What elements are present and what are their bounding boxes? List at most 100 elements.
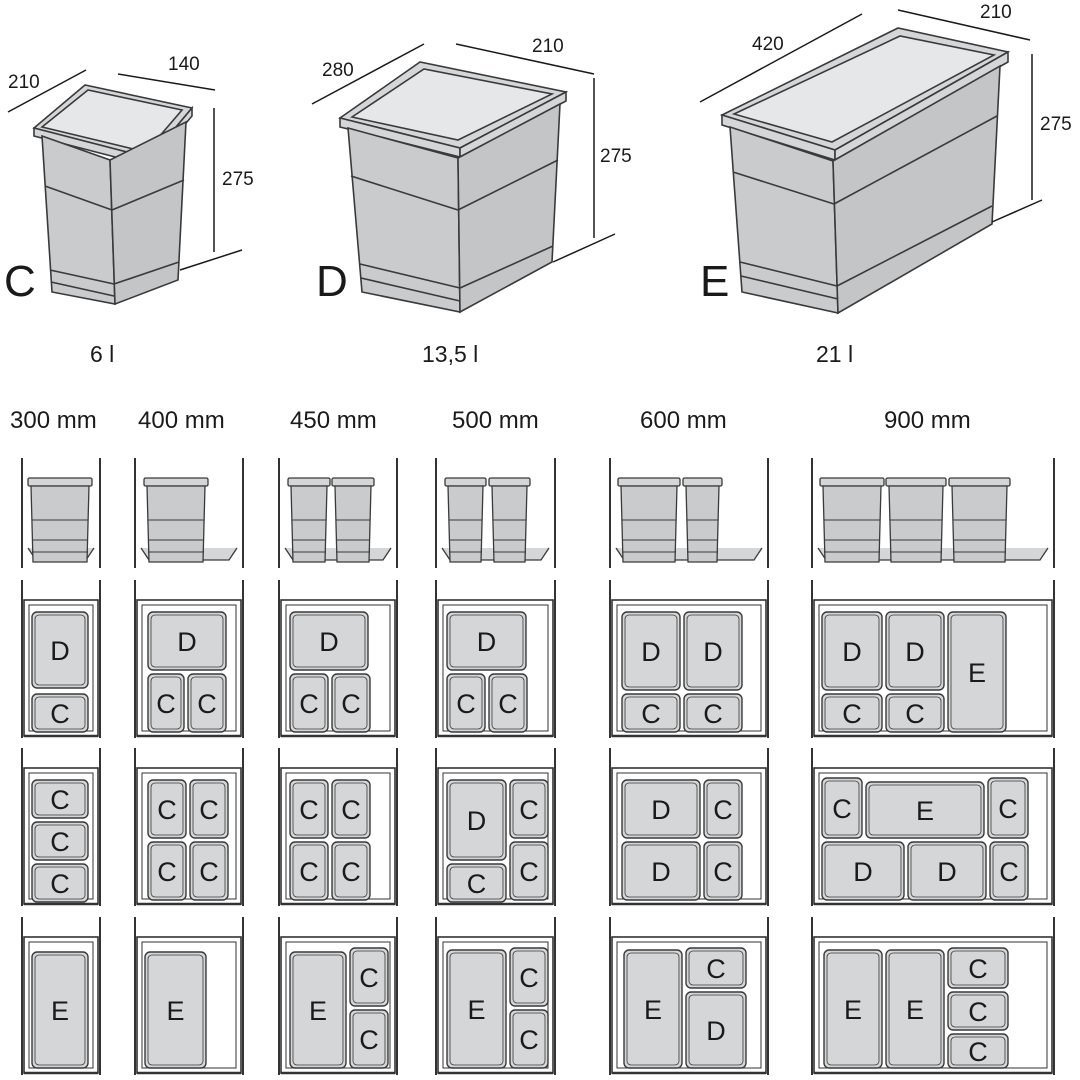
- bin-slot-c: C: [989, 841, 1029, 901]
- bin-d-letter: D: [316, 257, 348, 306]
- bin-slot-letter: C: [199, 795, 219, 825]
- front-view-6: [811, 458, 1055, 568]
- bin-slot-c: C: [488, 673, 528, 733]
- bin-slot-c: C: [446, 673, 486, 733]
- bin-slot-d: D: [621, 779, 701, 839]
- bin-slot-letter: D: [177, 627, 197, 657]
- bin-slot-c: C: [31, 693, 89, 733]
- bin-c-letter: C: [4, 257, 36, 306]
- bin-slot-c: C: [885, 693, 945, 733]
- bin-slot-e: E: [446, 949, 507, 1069]
- bin-slot-c: C: [947, 947, 1009, 989]
- front-view-5: [609, 458, 769, 568]
- width-450: 450 mm: [290, 407, 377, 434]
- front-bin: [948, 477, 1011, 563]
- bin-slot-c: C: [685, 947, 747, 989]
- bin-slot-c: C: [289, 673, 329, 733]
- bin-c-volume: 6 l: [90, 341, 114, 367]
- drawer-plan-r3-c4: ECC: [435, 917, 556, 1075]
- bin-slot-c: C: [147, 841, 187, 901]
- bin-slot-c: C: [289, 841, 329, 901]
- bin-slot-d: D: [821, 611, 883, 691]
- bin-slot-letter: C: [50, 785, 70, 815]
- bin-slot-letter: E: [844, 995, 862, 1025]
- bin-slot-d: D: [621, 611, 681, 691]
- front-bin: [287, 477, 331, 563]
- width-600: 600 mm: [640, 407, 727, 434]
- bin-slot-letter: C: [519, 857, 539, 887]
- bin-slot-letter: C: [467, 869, 487, 899]
- bin-slot-d: D: [683, 611, 743, 691]
- bin-c-dim-height: 275: [222, 169, 254, 190]
- bin-slot-letter: C: [359, 1025, 379, 1055]
- bin-slot-letter: C: [998, 794, 1018, 824]
- bin-slot-e: E: [623, 949, 683, 1069]
- bin-c-illustration: [32, 84, 194, 306]
- bin-slot-letter: D: [905, 637, 925, 667]
- bin-slot-d: D: [685, 991, 747, 1069]
- bin-slot-c: C: [31, 863, 89, 903]
- bin-slot-letter: C: [706, 954, 726, 984]
- bin-slot-letter: D: [703, 637, 723, 667]
- bin-slot-c: C: [349, 947, 389, 1007]
- bin-slot-c: C: [947, 1033, 1009, 1069]
- bin-slot-letter: E: [51, 996, 69, 1026]
- front-view-row: [21, 458, 1055, 568]
- bin-d-volume: 13,5 l: [422, 341, 478, 367]
- bin-slot-d: D: [446, 611, 527, 671]
- bin-slot-d: D: [446, 779, 507, 861]
- bin-d-dim-right: 210: [532, 36, 564, 57]
- bin-slot-e: E: [865, 781, 985, 839]
- front-bin: [444, 477, 487, 563]
- front-bin: [617, 477, 681, 563]
- bin-slot-c: C: [509, 947, 549, 1007]
- bin-slot-letter: C: [842, 699, 862, 729]
- width-400: 400 mm: [138, 407, 225, 434]
- bin-d-dim-left: 280: [322, 60, 354, 81]
- bin-slot-letter: D: [706, 1016, 726, 1046]
- bin-slot-e: E: [947, 611, 1007, 733]
- bin-e-illustration: [719, 27, 1011, 315]
- bin-slot-letter: C: [968, 954, 988, 984]
- bin-slot-c: C: [331, 841, 371, 901]
- bin-e-dim-height: 275: [1040, 114, 1072, 135]
- bin-e-dim-right: 210: [980, 2, 1012, 23]
- bin-slot-c: C: [509, 1009, 549, 1069]
- front-bin: [819, 477, 885, 563]
- drawer-plan-r3-c5: EC D: [609, 917, 769, 1075]
- bin-slot-letter: D: [937, 857, 957, 887]
- drawer-plan-r3-c1: E: [21, 917, 101, 1075]
- bin-slot-letter: D: [651, 795, 671, 825]
- bin-slot-c: C: [621, 693, 681, 733]
- bin-slot-c: C: [289, 779, 329, 839]
- bin-d-illustration: [338, 61, 569, 314]
- bin-slot-letter: C: [50, 827, 70, 857]
- bin-slot-d: D: [885, 611, 945, 691]
- bin-slot-c: C: [31, 821, 89, 861]
- bin-slot-letter: C: [713, 857, 733, 887]
- width-500: 500 mm: [452, 407, 539, 434]
- front-bin: [488, 477, 531, 563]
- bin-slot-c: C: [331, 673, 371, 733]
- bin-slot-letter: E: [906, 995, 924, 1025]
- bin-slot-letter: C: [359, 963, 379, 993]
- bin-slot-letter: C: [999, 857, 1019, 887]
- bin-slot-letter: E: [166, 996, 184, 1026]
- bin-slot-c: C: [187, 673, 227, 733]
- bin-slot-c: C: [947, 991, 1009, 1031]
- bin-slot-d: D: [621, 841, 701, 901]
- bin-slot-letter: D: [477, 627, 497, 657]
- bin-slot-c: C: [703, 779, 743, 839]
- bin-slot-letter: C: [341, 795, 361, 825]
- dimension-lines: [7, 9, 1043, 271]
- bin-slot-letter: E: [968, 658, 986, 688]
- bin-slot-d: D: [821, 841, 905, 901]
